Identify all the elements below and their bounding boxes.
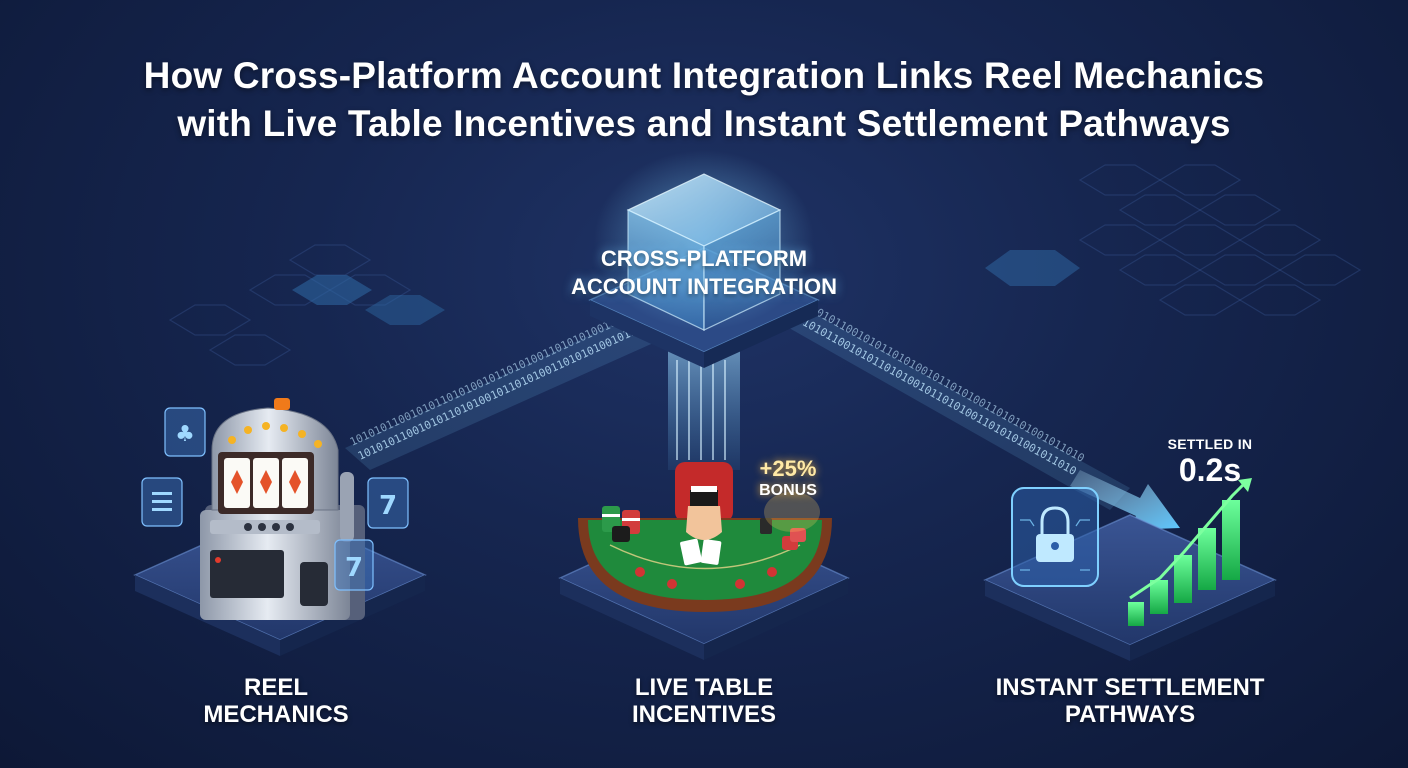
list-icon [152, 492, 172, 511]
binary-stream-right: 1010101100101011010100101101010011010101… [789, 309, 1079, 478]
hexagon-pattern-right [1080, 165, 1360, 315]
hexagon-highlight-right [985, 250, 1080, 286]
reel-label-line-1: REEL [176, 674, 376, 701]
bonus-word: BONUS [748, 481, 828, 501]
cherry-icon: ♣ [175, 422, 195, 447]
page-title: How Cross-Platform Account Integration L… [0, 52, 1408, 148]
live-table-incentives-label: LIVE TABLE INCENTIVES [584, 674, 824, 728]
bonus-badge: +25% BONUS [748, 457, 828, 501]
title-line-1: How Cross-Platform Account Integration L… [0, 52, 1408, 100]
reel-label-line-2: MECHANICS [176, 701, 376, 728]
table-label-line-2: INCENTIVES [584, 701, 824, 728]
settled-value: 0.2s [1150, 453, 1270, 487]
data-beam-left: 1010101100101011010100101101010011010101… [345, 302, 660, 470]
hub-label-line-1: CROSS-PLATFORM [504, 245, 904, 273]
bonus-percent: +25% [748, 457, 828, 481]
reel-mechanics-label: REEL MECHANICS [176, 674, 376, 728]
seven-icon: 7 [379, 491, 397, 521]
settlement-label-line-2: PATHWAYS [980, 701, 1280, 728]
table-label-line-1: LIVE TABLE [584, 674, 824, 701]
hexagon-highlight-left [292, 275, 445, 325]
title-line-2: with Live Table Incentives and Instant S… [0, 100, 1408, 148]
binary-stream-right-2: 1010101100101011010100101101010011010101… [797, 296, 1087, 465]
instant-settlement-pathways-label: INSTANT SETTLEMENT PATHWAYS [980, 674, 1280, 728]
dealer-hand-icon [686, 486, 722, 540]
settlement-label-line-1: INSTANT SETTLEMENT [980, 674, 1280, 701]
seven-icon-2: 7 [345, 553, 363, 583]
hub-label-line-2: ACCOUNT INTEGRATION [504, 273, 904, 301]
settled-readout: SETTLED IN 0.2s [1150, 435, 1270, 487]
hub-label: CROSS-PLATFORM ACCOUNT INTEGRATION [504, 245, 904, 301]
settled-caption: SETTLED IN [1150, 435, 1270, 453]
binary-stream-left: 1010101100101011010100101101010011010101… [356, 316, 657, 462]
